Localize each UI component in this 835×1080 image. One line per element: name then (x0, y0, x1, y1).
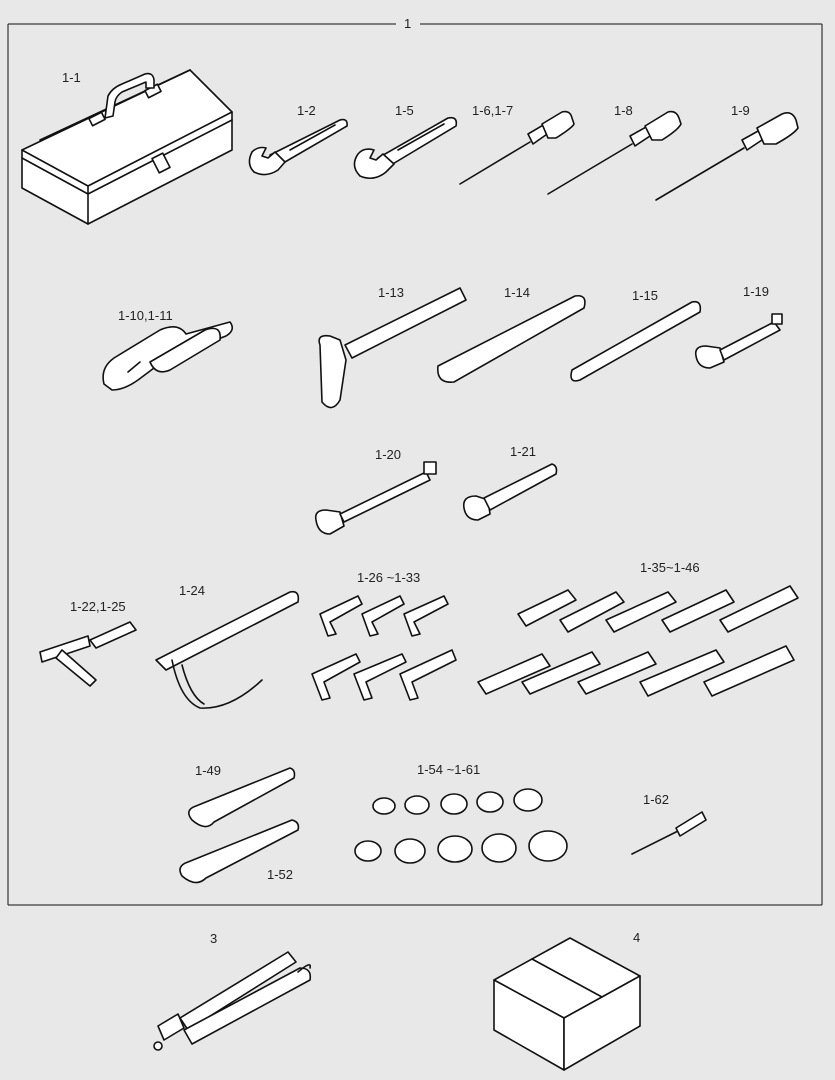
round-bar-icon (570, 300, 702, 382)
carton-box-icon (493, 937, 641, 1071)
adjustable-wrench-large-icon (353, 116, 458, 180)
pin-tool-icon (631, 811, 707, 855)
chain-wrench-icon (155, 590, 300, 709)
label-screwdriver-c: 1-9 (731, 103, 750, 118)
grease-gun-icon (153, 951, 312, 1051)
label-toolbox: 1-1 (62, 70, 81, 85)
label-hex-keys: 1-26 ~1-33 (357, 570, 421, 585)
label-hook-wrench-a: 1-49 (195, 763, 222, 778)
label-hook-wrench-b: 1-52 (267, 867, 294, 882)
hook-wrench-a-icon (188, 767, 296, 828)
flat-bar-icon (437, 294, 586, 383)
label-carton: 4 (633, 930, 641, 945)
label-pliers: 1-10,1-11 (118, 308, 173, 323)
toolbox-icon (21, 69, 233, 225)
label-bar-flat: 1-14 (504, 285, 531, 300)
hammer-icon (318, 287, 467, 409)
label-wrench-large: 1-5 (395, 103, 414, 118)
ratchet-icon (462, 463, 558, 521)
label-chain-wrench: 1-24 (179, 583, 206, 598)
label-screwdriver-b: 1-8 (614, 103, 633, 118)
label-sockets: 1-54 ~1-61 (417, 762, 481, 777)
label-long-extension: 1-20 (375, 447, 402, 462)
frame-label: 1 (404, 16, 412, 31)
label-bar-round: 1-15 (632, 288, 659, 303)
adjustable-wrench-small-icon (248, 118, 348, 176)
t-handle-icon (39, 621, 137, 687)
long-extension-icon (314, 461, 437, 535)
label-screwdriver-a: 1-6,1-7 (472, 103, 514, 118)
screwdriver-c-icon (655, 112, 799, 201)
label-ratchet: 1-21 (510, 444, 537, 459)
kit-frame (7, 23, 823, 906)
label-grease-gun: 3 (210, 931, 218, 946)
open-end-wrenches-icon (477, 585, 799, 697)
hex-keys-icon (311, 595, 457, 701)
hook-wrench-b-icon (179, 819, 300, 884)
screwdriver-a-icon (459, 110, 575, 185)
sockets-icon (354, 788, 568, 864)
extension-bar-icon (694, 313, 783, 369)
label-wrench-small: 1-2 (297, 103, 316, 118)
screwdriver-b-icon (547, 110, 682, 195)
label-pin-tool: 1-62 (643, 792, 670, 807)
pliers-icon (102, 321, 234, 391)
label-t-handle: 1-22,1-25 (70, 599, 126, 614)
label-extension: 1-19 (743, 284, 770, 299)
label-open-wrenches: 1-35~1-46 (640, 560, 700, 575)
label-hammer: 1-13 (378, 285, 405, 300)
